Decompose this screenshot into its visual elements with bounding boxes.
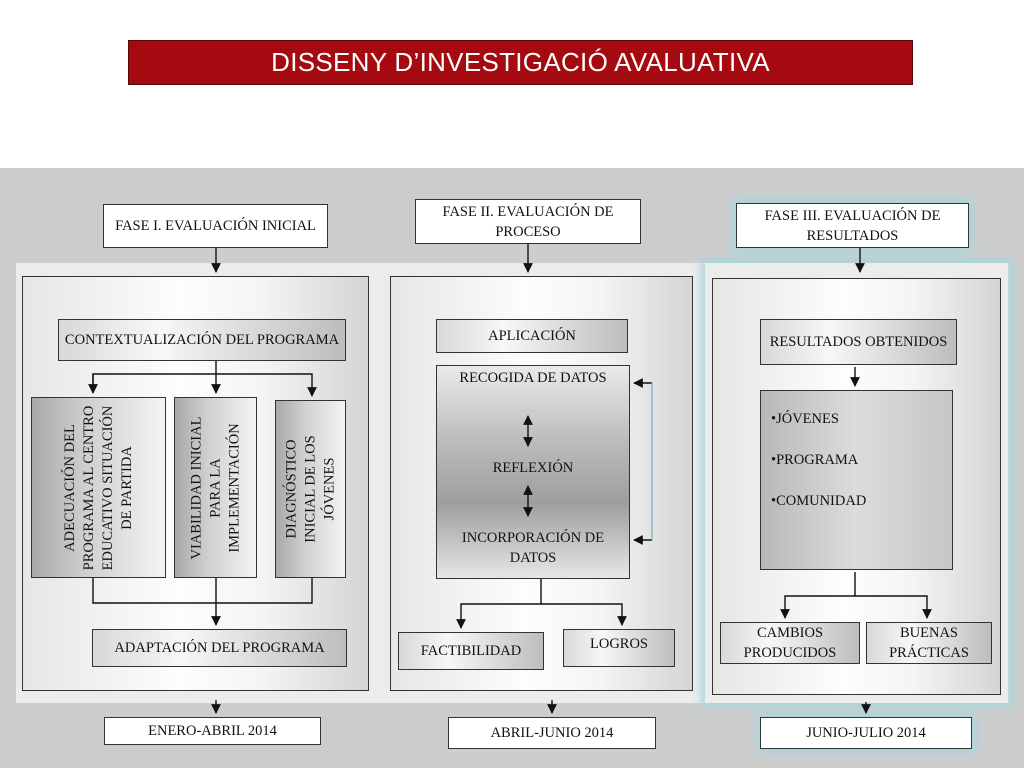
changes-box: CAMBIOS PRODUCIDOS [720,622,860,664]
adaptation-box: ADAPTACIÓN DEL PROGRAMA [92,629,347,667]
adequacy-box: ADECUACIÓN DEL PROGRAMA AL CENTRO EDUCAT… [31,397,166,578]
cycle-box [436,365,630,579]
feasibility-box: FACTIBILIDAD [398,632,544,670]
viability-box: VIABILIDAD INICIAL PARA LA IMPLEMENTACIÓ… [174,397,257,578]
reflection-label: REFLEXIÓN [492,460,574,476]
context-box: CONTEXTUALIZACIÓN DEL PROGRAMA [58,319,346,361]
results-item: •COMUNIDAD [771,493,867,509]
achievements-box: LOGROS [563,629,675,667]
diagnosis-label: DIAGNÓSTICO INICIAL DE LOS JÓVENES [283,435,337,543]
phase1-period: ENERO-ABRIL 2014 [104,717,321,745]
practices-box: BUENAS PRÁCTICAS [866,622,992,664]
results-item: •PROGRAMA [771,452,859,468]
phase3-period: JUNIO-JULIO 2014 [760,717,972,749]
data-collection-label: RECOGIDA DE DATOS [459,370,607,386]
phase2-header: FASE II. EVALUACIÓN DE PROCESO [415,199,641,244]
incorporation-label: INCORPORACIÓN DE DATOS [461,530,605,566]
application-box: APLICACIÓN [436,319,628,353]
diagnosis-box: DIAGNÓSTICO INICIAL DE LOS JÓVENES [275,400,346,578]
results-item: •JÓVENES [771,411,839,427]
results-list-box [760,390,953,570]
adequacy-label: ADECUACIÓN DEL PROGRAMA AL CENTRO EDUCAT… [61,405,135,570]
phase1-header: FASE I. EVALUACIÓN INICIAL [103,204,328,248]
viability-label: VIABILIDAD INICIAL PARA LA IMPLEMENTACIÓ… [188,416,242,559]
phase3-header: FASE III. EVALUACIÓN DE RESULTADOS [736,203,969,248]
slide-title: DISSENY D’INVESTIGACIÓ AVALUATIVA [128,40,913,85]
results-box: RESULTADOS OBTENIDOS [760,319,957,365]
phase2-period: ABRIL-JUNIO 2014 [448,717,656,749]
